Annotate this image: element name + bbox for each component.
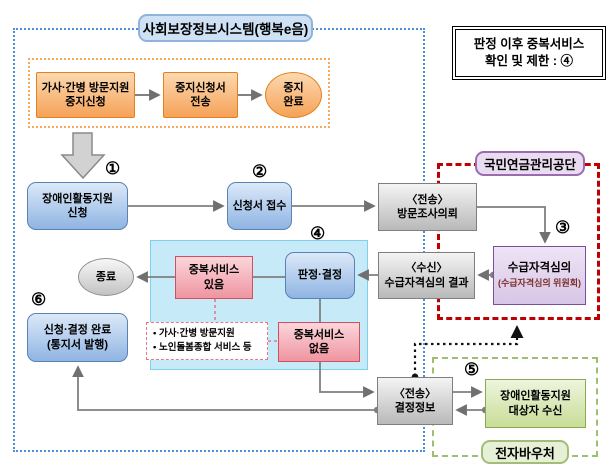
node-complete: 신청·결정 완료 (통지서 발행) — [27, 313, 128, 362]
node-stop-done: 중지 완료 — [265, 72, 322, 118]
dup-list-item-2: • 노인돌봄종합 서비스 등 — [153, 342, 252, 353]
step-3: ③ — [555, 218, 571, 237]
social-security-system-label: 사회보장정보시스템(행복e음) — [138, 14, 313, 42]
node-dup-no: 중복서비스 없음 — [278, 322, 360, 362]
node-home-care-stop: 가사·간병 방문지원 중지신청 — [36, 72, 135, 118]
eligibility-main-label: 수급자격심의 — [507, 262, 572, 275]
node-send-visit: 〈전송〉 방문조사의뢰 — [378, 183, 477, 231]
dup-list-item-1: • 가사·간병 방문지원 — [153, 328, 235, 340]
eligibility-sub-label: (수급자격심의 위원회) — [497, 278, 581, 289]
step-1: ① — [105, 159, 121, 178]
node-receive-form: 신청서 접수 — [227, 182, 292, 230]
node-decide: 판정·결정 — [285, 252, 355, 299]
node-dup-yes: 중복서비스 있음 — [175, 256, 253, 299]
node-end: 종료 — [78, 258, 134, 296]
node-eligibility: 수급자격심의 (수급자격심의 위원회) — [493, 246, 586, 305]
post-decision-note: 판정 이후 중복서비스 확인 및 제한 : ④ — [452, 26, 606, 80]
node-duplicate-service-list: • 가사·간병 방문지원 • 노인돌봄종합 서비스 등 — [146, 322, 268, 360]
pension-agency-label: 국민연금관리공단 — [475, 151, 585, 176]
step-5: ⑤ — [464, 360, 480, 379]
step-2: ② — [252, 162, 268, 181]
step-6: ⑥ — [31, 290, 47, 309]
node-send-decision: 〈전송〉 결정정보 — [377, 377, 453, 425]
node-stop-form-send: 중지신청서 전송 — [163, 72, 238, 118]
e-voucher-label: 전자바우처 — [481, 440, 569, 464]
node-apply: 장애인활동지원 신청 — [27, 182, 128, 230]
node-target-receive: 장애인활동지원 대상자 수신 — [485, 379, 586, 428]
node-receive-result: 〈수신〉 수급자격심의 결과 — [378, 252, 475, 299]
home-care-stop-subprocess-region — [28, 58, 330, 128]
step-4: ④ — [310, 224, 326, 243]
